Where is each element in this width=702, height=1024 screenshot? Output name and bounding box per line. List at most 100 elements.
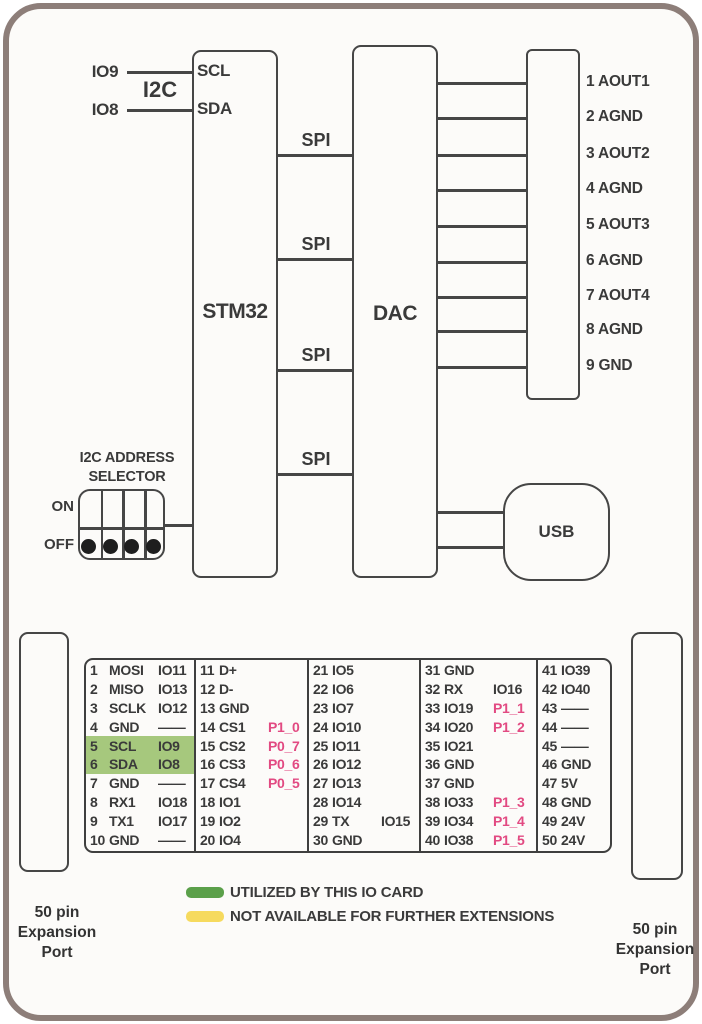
- spi-bus-label: SPI: [301, 449, 331, 469]
- expansion-port-label-line: 50 pin: [34, 904, 80, 921]
- legend-color-swatch: [186, 911, 224, 922]
- pin-name: GND: [109, 831, 140, 848]
- pin-name: TX1: [109, 813, 134, 830]
- expansion-port-label-line: Port: [41, 944, 73, 961]
- spi-bus-line: [278, 154, 352, 157]
- legend-color-swatch: [186, 887, 224, 898]
- pin-name: SDA: [109, 756, 138, 773]
- pin-number: 25: [313, 737, 328, 754]
- pin-extra: IO15: [381, 813, 411, 830]
- pin-name: GND: [332, 831, 363, 848]
- pin-number: 43: [542, 699, 557, 716]
- legend-label: UTILIZED BY THIS IO CARD: [230, 884, 424, 901]
- expansion-port-label-line: Expansion: [615, 941, 695, 958]
- legend-label: NOT AVAILABLE FOR FURTHER EXTENSIONS: [230, 908, 555, 925]
- pin-number: 19: [200, 813, 215, 830]
- pin-number: 11: [200, 661, 215, 678]
- dac-output-pin-label: 6 AGND: [586, 252, 643, 269]
- pin-number: 33: [425, 699, 440, 716]
- right-expansion-port-connector: [631, 632, 683, 880]
- dac-output-wire: [437, 261, 527, 264]
- pin-extra: P1_0: [268, 718, 300, 735]
- pin-extra: P1_3: [493, 794, 525, 811]
- scl-pin-label: SCL: [197, 61, 231, 80]
- dac-output-pin-label: 5 AOUT3: [586, 216, 650, 233]
- pin-number: 16: [200, 756, 215, 773]
- pin-name: IO19: [444, 699, 474, 716]
- pin-name: GND: [109, 775, 140, 792]
- pin-name: IO12: [332, 756, 362, 773]
- pin-extra: ——: [158, 831, 186, 848]
- usb-wire: [437, 511, 504, 514]
- pin-number: 46: [542, 756, 557, 773]
- expansion-port-label-line: 50 pin: [632, 921, 678, 938]
- dip-on-label: ON: [51, 498, 75, 515]
- pin-name: IO14: [332, 794, 362, 811]
- io8-label: IO8: [91, 100, 119, 119]
- pin-number: 44: [542, 718, 557, 735]
- pin-name: IO5: [332, 661, 354, 678]
- legend-item: UTILIZED BY THIS IO CARD: [186, 884, 554, 901]
- sda-pin-label: SDA: [197, 99, 232, 118]
- pin-name: SCL: [109, 737, 137, 754]
- spi-bus-line: [278, 369, 352, 372]
- pin-number: 21: [313, 661, 328, 678]
- selector-wire: [164, 524, 193, 527]
- pin-name: RX: [444, 680, 463, 697]
- pin-extra: P1_5: [493, 831, 525, 848]
- dac-output-wire: [437, 117, 527, 120]
- pin-name: IO7: [332, 699, 354, 716]
- pin-name: IO40: [561, 680, 591, 697]
- legend-item: NOT AVAILABLE FOR FURTHER EXTENSIONS: [186, 908, 554, 925]
- pin-name: MOSI: [109, 661, 144, 678]
- pin-number: 14: [200, 718, 215, 735]
- pin-number: 29: [313, 813, 328, 830]
- dac-output-pin-label: 7 AOUT4: [586, 287, 650, 304]
- dac-output-pin-label: 4 AGND: [586, 180, 643, 197]
- pin-number: 38: [425, 794, 440, 811]
- pin-extra: IO16: [493, 680, 523, 697]
- pin-number: 18: [200, 794, 215, 811]
- usb-label: USB: [538, 522, 575, 541]
- pin-number: 2: [90, 680, 98, 697]
- pin-row: 45——: [538, 736, 610, 755]
- pin-number: 7: [90, 775, 98, 792]
- pin-number: 10: [90, 831, 105, 848]
- usb-wire: [437, 546, 504, 549]
- pin-name: IO39: [561, 661, 591, 678]
- pin-name: IO4: [219, 831, 241, 848]
- dac-output-wire: [437, 225, 527, 228]
- pin-number: 42: [542, 680, 557, 697]
- spi-bus-label: SPI: [301, 345, 331, 365]
- pin-name: CS4: [219, 775, 246, 792]
- pin-number: 39: [425, 813, 440, 830]
- dip-switch-handle-off: [124, 539, 140, 554]
- pin-name: ——: [561, 699, 589, 716]
- pin-name: 5V: [561, 775, 578, 792]
- pin-name: IO2: [219, 813, 241, 830]
